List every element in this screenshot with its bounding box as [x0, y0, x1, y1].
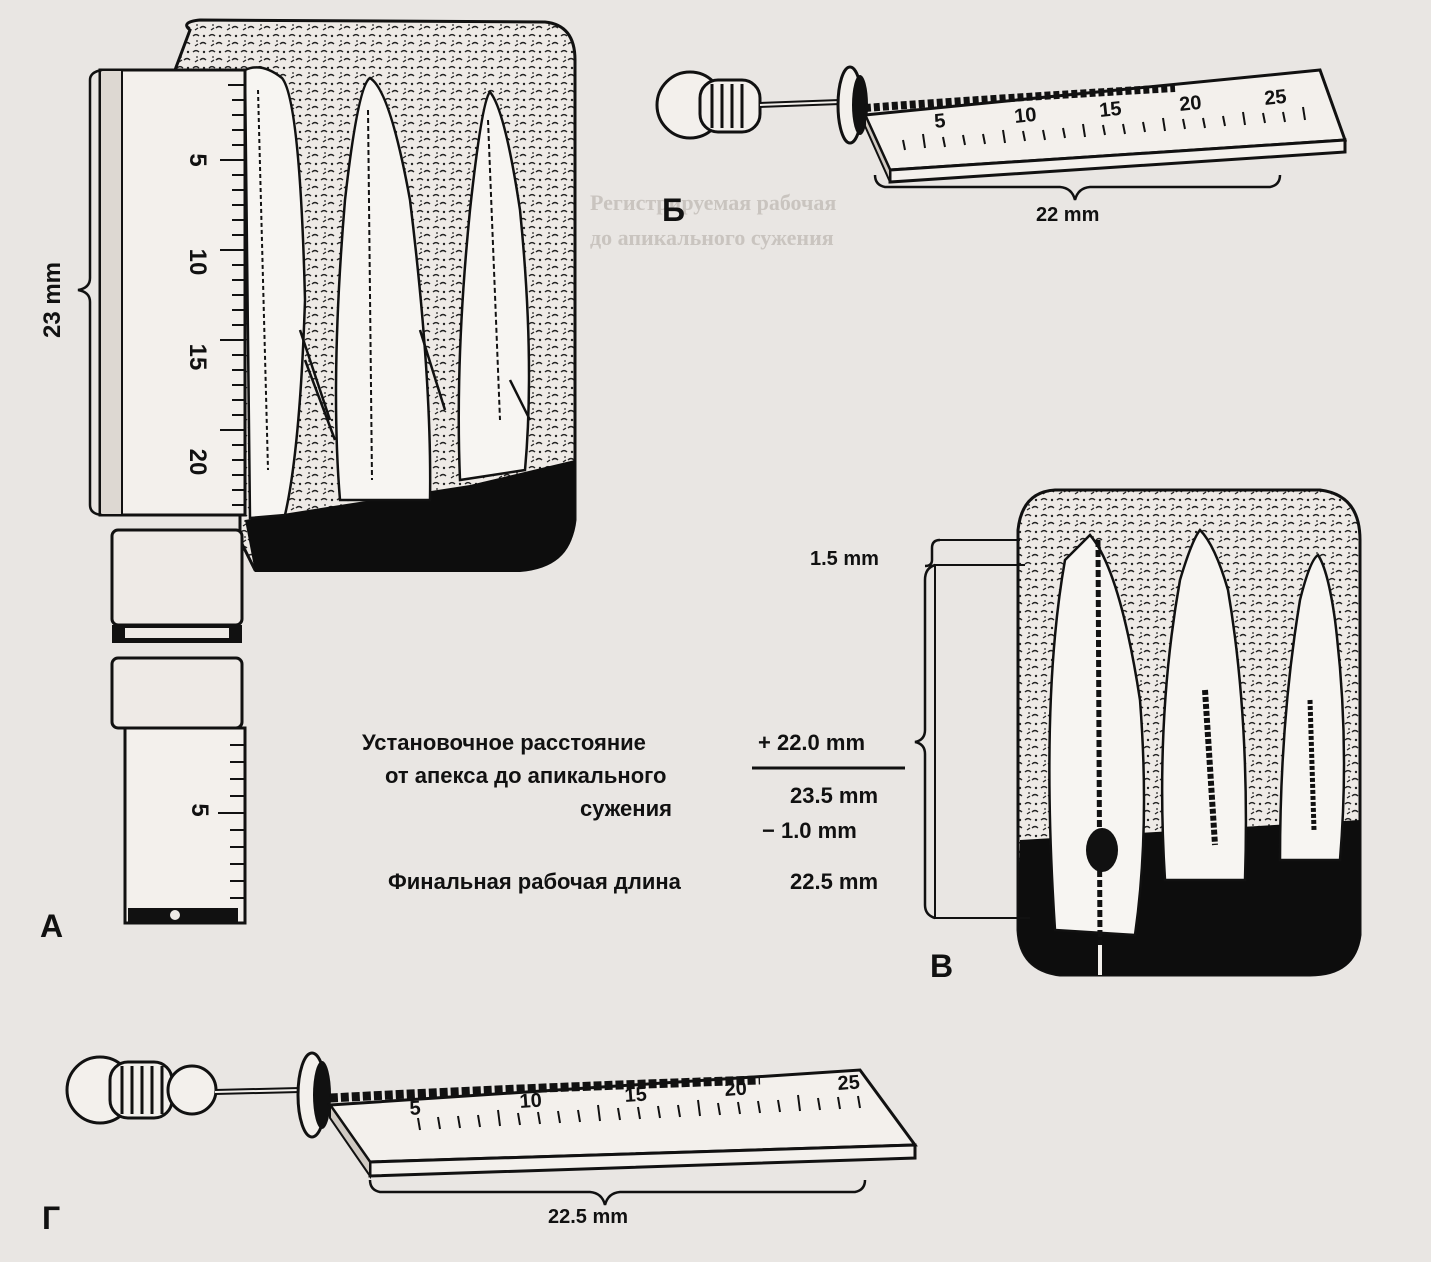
panel-g-length-bracket	[368, 1179, 867, 1206]
bleed-text-1: Регистрируемая рабочая	[590, 190, 837, 215]
panel-g-tick-label: 15	[624, 1083, 648, 1106]
panel-a-ruler-grip	[110, 528, 244, 627]
panel-g-file-blade	[329, 1075, 761, 1103]
panel-a-letter: А	[40, 908, 64, 944]
panel-v-offset-bracket	[924, 538, 941, 568]
panel-g-length-label: 22.5 mm	[548, 1206, 629, 1228]
panel-b-length-label: 22 mm	[1036, 204, 1100, 226]
panel-g-tick-label: 20	[724, 1077, 748, 1100]
panel-a-tick-label: 15	[184, 344, 211, 371]
calc-line3-value: 23.5 mm	[790, 783, 879, 808]
panel-a-apex-shadow	[245, 460, 575, 572]
panel-a-ruler-ticks	[220, 84, 245, 506]
panel-b-tick-label: 15	[1098, 98, 1122, 122]
calc-line3-text: сужения	[580, 796, 672, 821]
panel-b: 5 10 15 20 25	[655, 65, 1348, 201]
panel-g-letter: Г	[42, 1200, 61, 1236]
panel-a-lower-tick-label: 5	[186, 803, 213, 816]
panel-b-file-blade	[864, 84, 1176, 112]
calc-line1-value: + 22.0 mm	[758, 730, 866, 755]
panel-a-lower-ruler	[123, 726, 247, 925]
calc-line2-text: от апекса до апикального	[385, 763, 667, 788]
calc-line1-text: Установочное расстояние	[362, 730, 646, 755]
panel-a-lower-grip	[110, 656, 244, 730]
panel-g-tick-label: 25	[837, 1071, 861, 1094]
panel-b-tick-label: 10	[1013, 104, 1037, 128]
panel-a-tick-label: 10	[184, 249, 211, 276]
panel-b-letter: Б	[662, 192, 685, 228]
panel-g: 5 10 15 20 25	[65, 1051, 918, 1206]
panel-g-tick-label: 10	[519, 1089, 543, 1112]
panel-v-offset-label: 1.5 mm	[810, 548, 879, 570]
calc-line5-text: Финальная рабочая длина	[388, 869, 681, 894]
panel-b-tick-label: 25	[1263, 86, 1287, 110]
panel-v-gauge-outline	[934, 564, 1030, 919]
panel-a-tick-label: 5	[184, 153, 211, 166]
panel-b-length-bracket	[873, 174, 1282, 201]
panel-g-tick-label: 5	[409, 1097, 422, 1120]
calc-line4-value: − 1.0 mm	[762, 818, 857, 843]
panel-v-letter: В	[930, 948, 954, 984]
panel-v	[914, 488, 1362, 977]
panel-a-ruler	[98, 68, 247, 517]
panel-a: 5 10 15 20 5 23 mm	[39, 18, 577, 925]
panel-a-length-bracket	[77, 68, 103, 517]
panel-v-file-in-canal	[1095, 539, 1103, 946]
panel-a-tick-label: 20	[184, 449, 211, 476]
bleed-text-2: до апикального сужения	[590, 225, 834, 250]
panel-b-tick-label: 5	[933, 110, 946, 133]
calc-line5-value: 22.5 mm	[790, 869, 879, 894]
panel-b-tick-label: 20	[1178, 92, 1202, 116]
panel-a-tooth-1	[243, 66, 307, 520]
panel-a-tooth-2	[334, 76, 432, 502]
panel-a-length-label: 23 mm	[39, 262, 66, 338]
